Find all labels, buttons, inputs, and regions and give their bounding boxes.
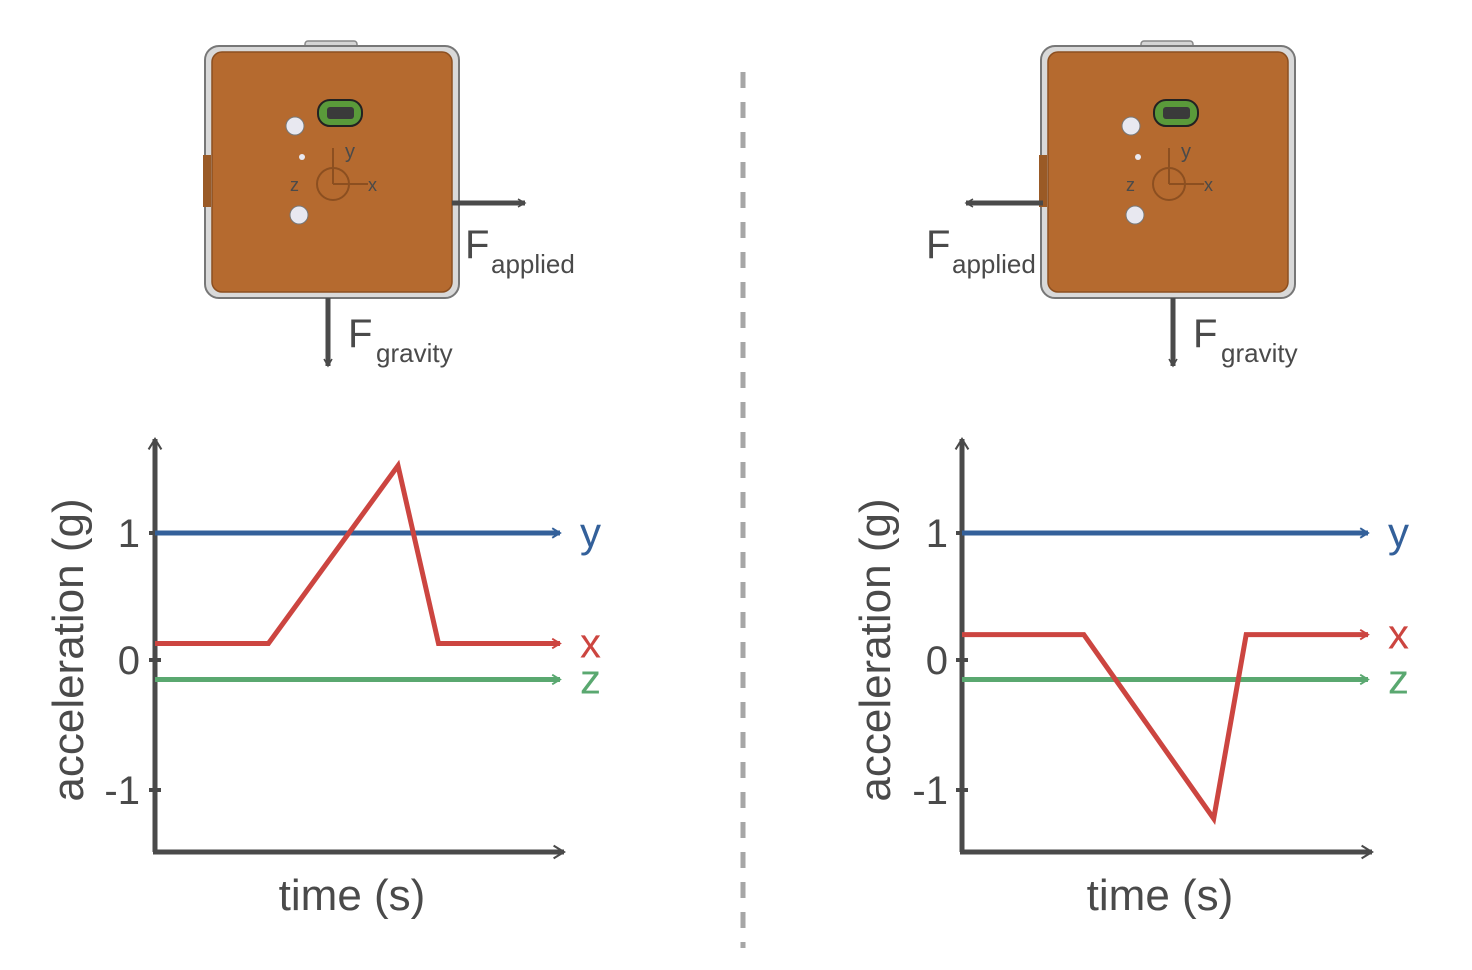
chart-right: 1 0 -1 acceleration (g) time (s) y zx — [851, 437, 1409, 920]
svg-text:z: z — [1126, 175, 1135, 195]
x-axis-label: time (s) — [1087, 871, 1234, 920]
gravity-force-subscript: gravity — [1221, 338, 1298, 368]
device-screen — [327, 107, 354, 119]
applied-force-subscript: applied — [952, 249, 1036, 279]
y-axis-label: acceleration (g) — [851, 498, 900, 801]
device-hole-bottom — [289, 205, 309, 225]
gravity-force-label: F — [1193, 312, 1217, 356]
gravity-force-label: F — [348, 312, 372, 356]
y-tick-label: -1 — [104, 769, 140, 813]
device-hole-bottom — [1125, 205, 1145, 225]
x-axis-label: time (s) — [279, 871, 426, 920]
gravity-force-subscript: gravity — [376, 338, 453, 368]
series-label-y: y — [580, 509, 601, 556]
svg-text:z: z — [290, 175, 299, 195]
axis-marking-right: y x z — [1126, 141, 1213, 201]
device-right: y x z — [1039, 40, 1296, 299]
y-tick-label: 0 — [118, 639, 140, 683]
y-axis-label: acceleration (g) — [44, 498, 93, 801]
device-led — [299, 154, 305, 160]
series-line-x — [962, 628, 1370, 825]
series-label-x: x — [1388, 611, 1409, 658]
series-label-y: y — [1388, 509, 1409, 556]
applied-force-label: F — [465, 223, 489, 267]
device-hole-top — [1121, 116, 1141, 136]
axis-marking-left: y x z — [290, 141, 377, 201]
y-tick-label: -1 — [912, 769, 948, 813]
device-led — [1135, 154, 1141, 160]
applied-force-subscript: applied — [491, 249, 575, 279]
device-screen — [1163, 107, 1190, 119]
svg-text:y: y — [1181, 141, 1191, 163]
device-left: y x z — [203, 40, 460, 299]
applied-force-label: F — [926, 223, 950, 267]
device-side-button — [1039, 155, 1047, 207]
svg-text:y: y — [345, 141, 355, 163]
series-label-z: z — [580, 656, 601, 703]
svg-text:x: x — [1204, 175, 1213, 195]
device-hole-top — [285, 116, 305, 136]
y-tick-label: 0 — [926, 639, 948, 683]
svg-text:x: x — [368, 175, 377, 195]
y-tick-label: 1 — [118, 512, 140, 556]
y-tick-label: 1 — [926, 512, 948, 556]
series-label-z: z — [1388, 656, 1409, 703]
series-label-x: x — [580, 619, 601, 666]
device-side-button — [203, 155, 211, 207]
series-line-x — [155, 459, 562, 650]
